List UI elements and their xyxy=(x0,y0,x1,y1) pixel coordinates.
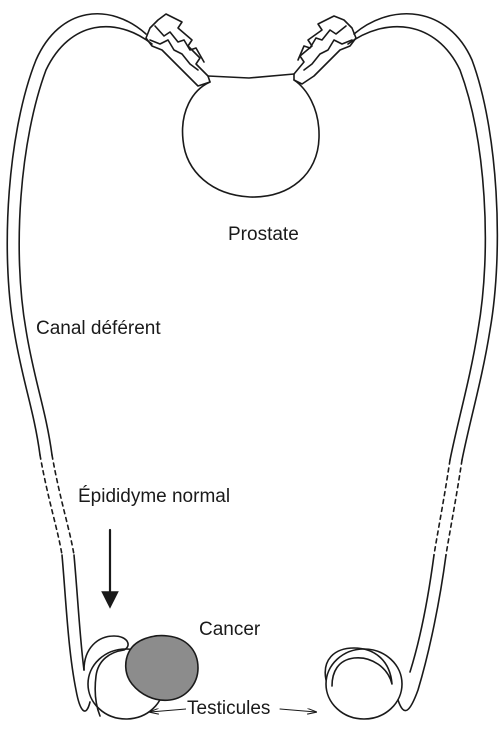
left-vas-deferens-outer xyxy=(7,14,146,455)
testicles-label: Testicules xyxy=(186,699,271,718)
normal-epididymis-label: Épididyme normal xyxy=(78,487,230,506)
testicules-arrow-left xyxy=(150,709,186,712)
prostate-gland xyxy=(183,74,320,197)
right-vas-deferens-outer xyxy=(354,14,497,460)
right-testicle xyxy=(326,649,402,719)
prostate-label: Prostate xyxy=(228,225,299,244)
testicules-arrow-right xyxy=(280,709,316,712)
right-vas-deferens-inner xyxy=(348,27,485,460)
left-vas-deferens-inner xyxy=(19,27,152,455)
left-seminal-vesicle xyxy=(146,14,210,86)
cancer-tumor xyxy=(126,636,198,701)
left-epididymis xyxy=(84,636,128,716)
cancer-label: Cancer xyxy=(199,620,260,639)
vas-deferens-label: Canal déférent xyxy=(36,319,161,338)
right-vas-lower xyxy=(398,555,446,711)
